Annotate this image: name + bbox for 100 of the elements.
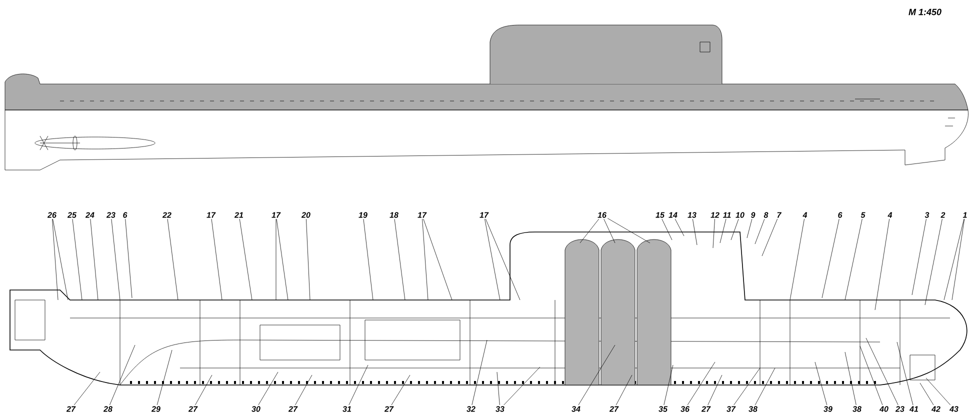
callout-number: 1 xyxy=(962,212,967,218)
leader-line xyxy=(926,378,951,406)
leader-line xyxy=(52,218,58,300)
callout-number: 16 xyxy=(598,212,606,218)
leader-line xyxy=(754,218,765,244)
leader-line xyxy=(295,374,312,406)
callout-number: 11 xyxy=(722,212,731,218)
leader-line xyxy=(790,218,804,300)
callout-number: 22 xyxy=(162,212,172,218)
leader-line xyxy=(616,374,632,406)
leader-line xyxy=(896,342,914,406)
callout-number: 27 xyxy=(188,406,198,412)
leader-line xyxy=(423,218,452,300)
leader-line xyxy=(504,366,540,406)
callout-number: 25 xyxy=(67,212,77,218)
leader-line xyxy=(730,218,739,240)
callout-number: 6 xyxy=(123,212,128,218)
leader-line xyxy=(258,372,278,406)
leader-line xyxy=(920,382,934,406)
callout-number: 27 xyxy=(609,406,619,412)
leader-line xyxy=(110,344,136,406)
leader-line xyxy=(814,362,828,406)
leader-line xyxy=(712,218,715,248)
callout-number: 28 xyxy=(103,406,112,412)
scale-label: M 1:450 xyxy=(908,8,942,16)
leader-line xyxy=(844,352,856,406)
callout-number: 5 xyxy=(860,212,866,218)
callout-number: 19 xyxy=(358,212,368,218)
leader-line xyxy=(391,374,410,406)
callout-number: 17 xyxy=(480,212,489,218)
leader-line xyxy=(924,218,942,306)
leader-line xyxy=(708,374,722,406)
leader-line xyxy=(874,218,890,310)
callout-number: 42 xyxy=(931,406,940,412)
leader-line xyxy=(472,340,488,406)
leader-line xyxy=(746,218,752,238)
leader-line xyxy=(211,218,222,300)
leader-line xyxy=(156,350,172,406)
callout-number: 27 xyxy=(701,406,711,412)
leader-line xyxy=(276,218,288,300)
leader-line xyxy=(844,218,862,300)
leader-line xyxy=(692,218,698,246)
leader-line xyxy=(664,364,674,406)
leader-line xyxy=(111,218,120,300)
callout-number: 14 xyxy=(668,212,678,218)
callout-number: 33 xyxy=(496,406,504,412)
leader-line xyxy=(607,218,650,244)
callout-number: 4 xyxy=(802,212,808,218)
callout-number: 32 xyxy=(466,406,476,412)
leader-line xyxy=(485,218,520,300)
callout-number: 26 xyxy=(47,212,56,218)
callout-number: 8 xyxy=(764,212,768,218)
callout-number: 31 xyxy=(342,406,352,412)
leader-line xyxy=(822,218,840,298)
callout-number: 3 xyxy=(924,212,930,218)
callout-number: 7 xyxy=(777,212,782,218)
callout-number: 21 xyxy=(234,212,244,218)
callout-number: 9 xyxy=(750,212,756,218)
leader-line xyxy=(52,218,68,300)
callout-number: 13 xyxy=(688,212,696,218)
callout-number: 34 xyxy=(572,406,580,412)
leader-line xyxy=(167,218,178,300)
leader-line xyxy=(422,218,428,300)
callout-number: 27 xyxy=(384,406,394,412)
leader-line xyxy=(578,344,616,406)
leader-line xyxy=(90,218,98,300)
leader-line xyxy=(687,362,716,406)
callout-number: 38 xyxy=(852,406,862,412)
callout-number: 18 xyxy=(390,212,398,218)
leader-line xyxy=(239,218,252,300)
callout-number: 23 xyxy=(895,406,904,412)
callout-number: 30 xyxy=(252,406,260,412)
leader-line xyxy=(604,218,616,244)
callout-number: 10 xyxy=(736,212,744,218)
leader-line xyxy=(866,338,898,406)
leader-line xyxy=(348,364,368,406)
leader-line xyxy=(952,218,965,300)
leader-line xyxy=(754,368,776,406)
callout-number: 35 xyxy=(658,406,668,412)
callout-number: 17 xyxy=(418,212,427,218)
leader-line xyxy=(496,372,500,406)
callout-number: 20 xyxy=(301,212,310,218)
callout-number: 23 xyxy=(106,212,116,218)
callout-number: 43 xyxy=(949,406,958,412)
callout-number: 15 xyxy=(656,212,665,218)
leader-line xyxy=(125,218,132,298)
callout-number: 6 xyxy=(838,212,842,218)
leader-line xyxy=(860,346,883,406)
callout-number: 4 xyxy=(888,212,892,218)
leader-line xyxy=(195,374,212,406)
leader-line xyxy=(944,218,964,300)
leader-line xyxy=(734,368,760,406)
callout-number: 27 xyxy=(288,406,298,412)
callout-number: 2 xyxy=(940,212,946,218)
callout-number: 17 xyxy=(272,212,281,218)
callout-number: 36 xyxy=(680,406,690,412)
callout-number: 17 xyxy=(206,212,216,218)
leader-line xyxy=(394,218,406,300)
leader-line xyxy=(662,218,672,240)
leader-line xyxy=(72,218,82,300)
